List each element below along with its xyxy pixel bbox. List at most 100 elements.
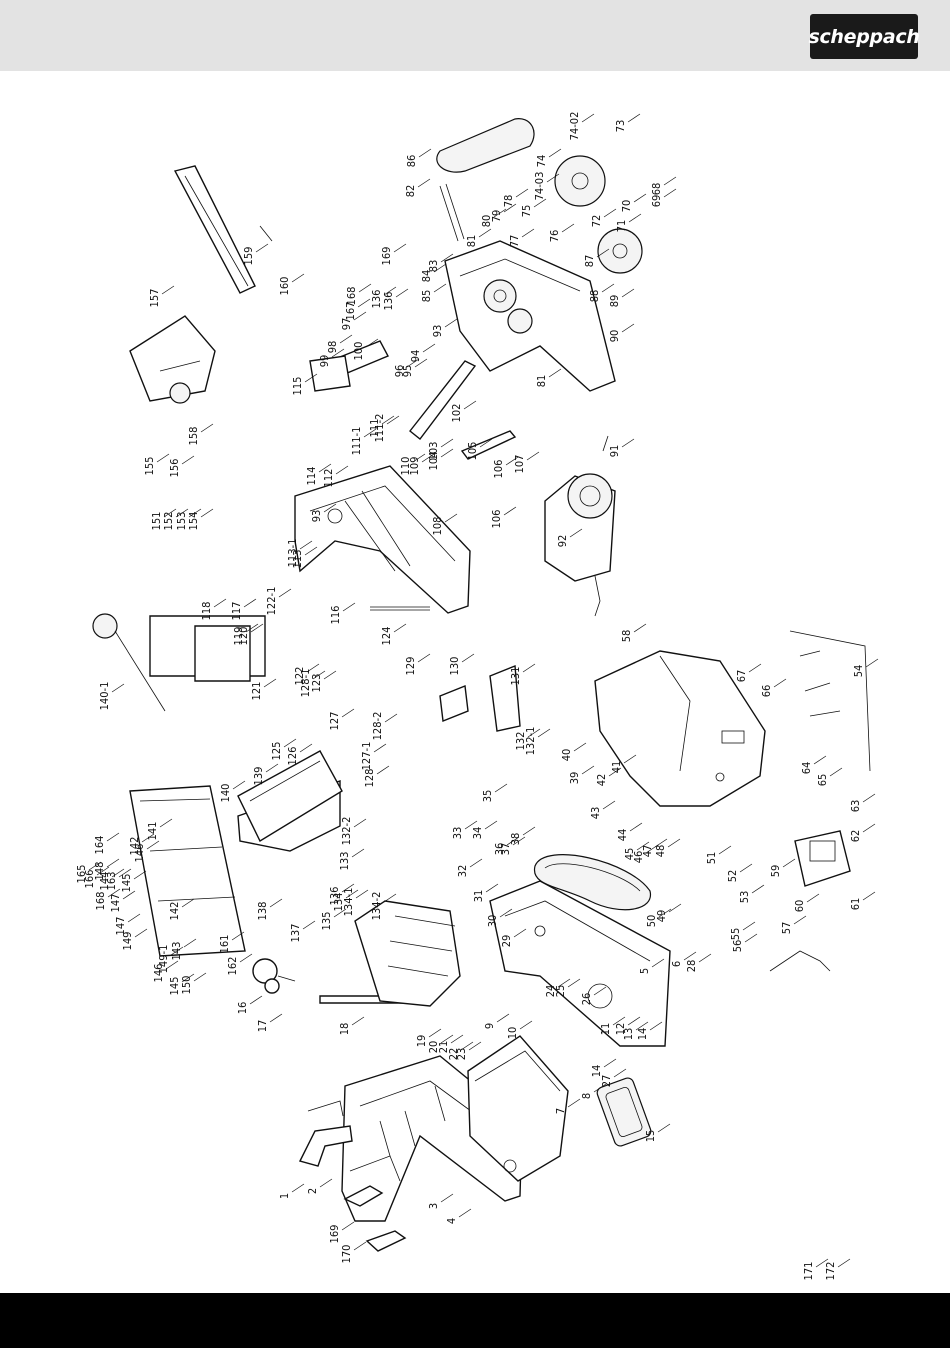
- part-number-label: 168: [345, 287, 358, 306]
- leader-line: [107, 888, 121, 898]
- part-number-label: 94: [409, 350, 422, 363]
- part-number-label: 136: [382, 292, 395, 311]
- leader-line: [635, 1021, 649, 1031]
- leader-line: [862, 793, 876, 803]
- leader-line: [521, 228, 535, 238]
- part-number-label: 55: [729, 928, 742, 941]
- leader-line: [243, 598, 257, 608]
- leader-line: [232, 780, 246, 790]
- leader-line: [181, 455, 195, 465]
- part-number-label: 122-1: [265, 587, 278, 616]
- leader-line: [636, 841, 650, 851]
- leader-line: [815, 1258, 829, 1268]
- part-number-label: 161: [218, 935, 231, 954]
- leader-line: [304, 546, 318, 556]
- part-number-label: 37: [499, 843, 512, 856]
- part-number-label: 71: [615, 220, 628, 233]
- part-number-label: 162: [226, 957, 239, 976]
- part-number-label: 142: [128, 837, 141, 856]
- leader-line: [813, 755, 827, 765]
- leader-line: [548, 368, 562, 378]
- leader-line: [469, 858, 483, 868]
- part-number-label: 19: [415, 1035, 428, 1048]
- part-number-label: 137: [289, 924, 302, 943]
- leader-line: [231, 931, 245, 941]
- leader-line: [433, 283, 447, 293]
- part-number-label: 14: [636, 1028, 649, 1041]
- part-number-label: 111-1: [350, 427, 363, 456]
- leader-line: [698, 953, 712, 963]
- leader-line: [111, 683, 125, 693]
- part-number-label: 83: [427, 260, 440, 273]
- leader-line: [193, 972, 207, 982]
- leader-line: [593, 986, 607, 996]
- part-number-label: 4: [445, 1218, 458, 1224]
- leader-line: [496, 1013, 510, 1023]
- leader-line: [170, 946, 184, 956]
- leader-line: [865, 658, 879, 668]
- leader-line: [323, 503, 337, 513]
- leader-line: [122, 890, 136, 900]
- part-number-label: 139: [252, 767, 265, 786]
- part-number-label: 72: [590, 215, 603, 228]
- part-number-label: 116: [329, 606, 342, 625]
- leader-line: [175, 508, 189, 518]
- part-number-label: 138: [256, 902, 269, 921]
- part-number-label: 3: [427, 1203, 440, 1209]
- part-number-label: 1: [278, 1193, 291, 1199]
- leader-line: [299, 743, 313, 753]
- part-number-label: 103: [427, 442, 440, 461]
- part-number-label: 145: [168, 977, 181, 996]
- part-number-label: 30: [486, 915, 499, 928]
- part-number-label: 78: [502, 195, 515, 208]
- leader-line: [299, 540, 313, 550]
- part-number-label: 160: [278, 277, 291, 296]
- leader-line: [165, 960, 179, 970]
- part-number-label: 100: [352, 342, 365, 361]
- leader-line: [837, 1258, 851, 1268]
- part-number-label: 67: [735, 670, 748, 683]
- leader-line: [333, 908, 347, 918]
- leader-line: [342, 602, 356, 612]
- leader-line: [406, 358, 420, 368]
- leader-line: [106, 858, 120, 868]
- part-number-label: 42: [595, 774, 608, 787]
- leader-line: [613, 1068, 627, 1078]
- leader-line: [513, 928, 527, 938]
- part-number-label: 69: [650, 195, 663, 208]
- leader-line: [464, 820, 478, 830]
- leader-line: [414, 358, 428, 368]
- leader-line: [440, 253, 454, 263]
- part-number-label: 121: [250, 682, 263, 701]
- part-number-label: 130: [448, 657, 461, 676]
- leader-line: [381, 415, 395, 425]
- part-number-label: 49: [655, 910, 668, 923]
- part-number-label: 51: [705, 852, 718, 865]
- leader-line: [353, 311, 367, 321]
- part-number-label: 32: [456, 865, 469, 878]
- part-number-label: 84: [420, 270, 433, 283]
- part-number-label: 45: [623, 848, 636, 861]
- leader-line: [440, 448, 454, 458]
- leader-line: [422, 343, 436, 353]
- part-number-label: 122: [293, 667, 306, 686]
- leader-line: [663, 176, 677, 186]
- leader-line: [748, 663, 762, 673]
- leader-line: [494, 783, 508, 793]
- leader-line: [239, 953, 253, 963]
- leader-line: [478, 228, 492, 238]
- part-number-label: 20: [427, 1041, 440, 1054]
- leader-line: [862, 823, 876, 833]
- leader-line: [278, 588, 292, 598]
- leader-line: [358, 283, 372, 293]
- leader-line: [581, 765, 595, 775]
- part-number-label: 22: [447, 1048, 460, 1061]
- part-number-label: 58: [620, 630, 633, 643]
- leader-line: [739, 863, 753, 873]
- part-number-label: 111-2: [373, 414, 386, 443]
- part-number-label: 114: [305, 467, 318, 486]
- leader-line: [306, 663, 320, 673]
- part-number-label: 136: [370, 290, 383, 309]
